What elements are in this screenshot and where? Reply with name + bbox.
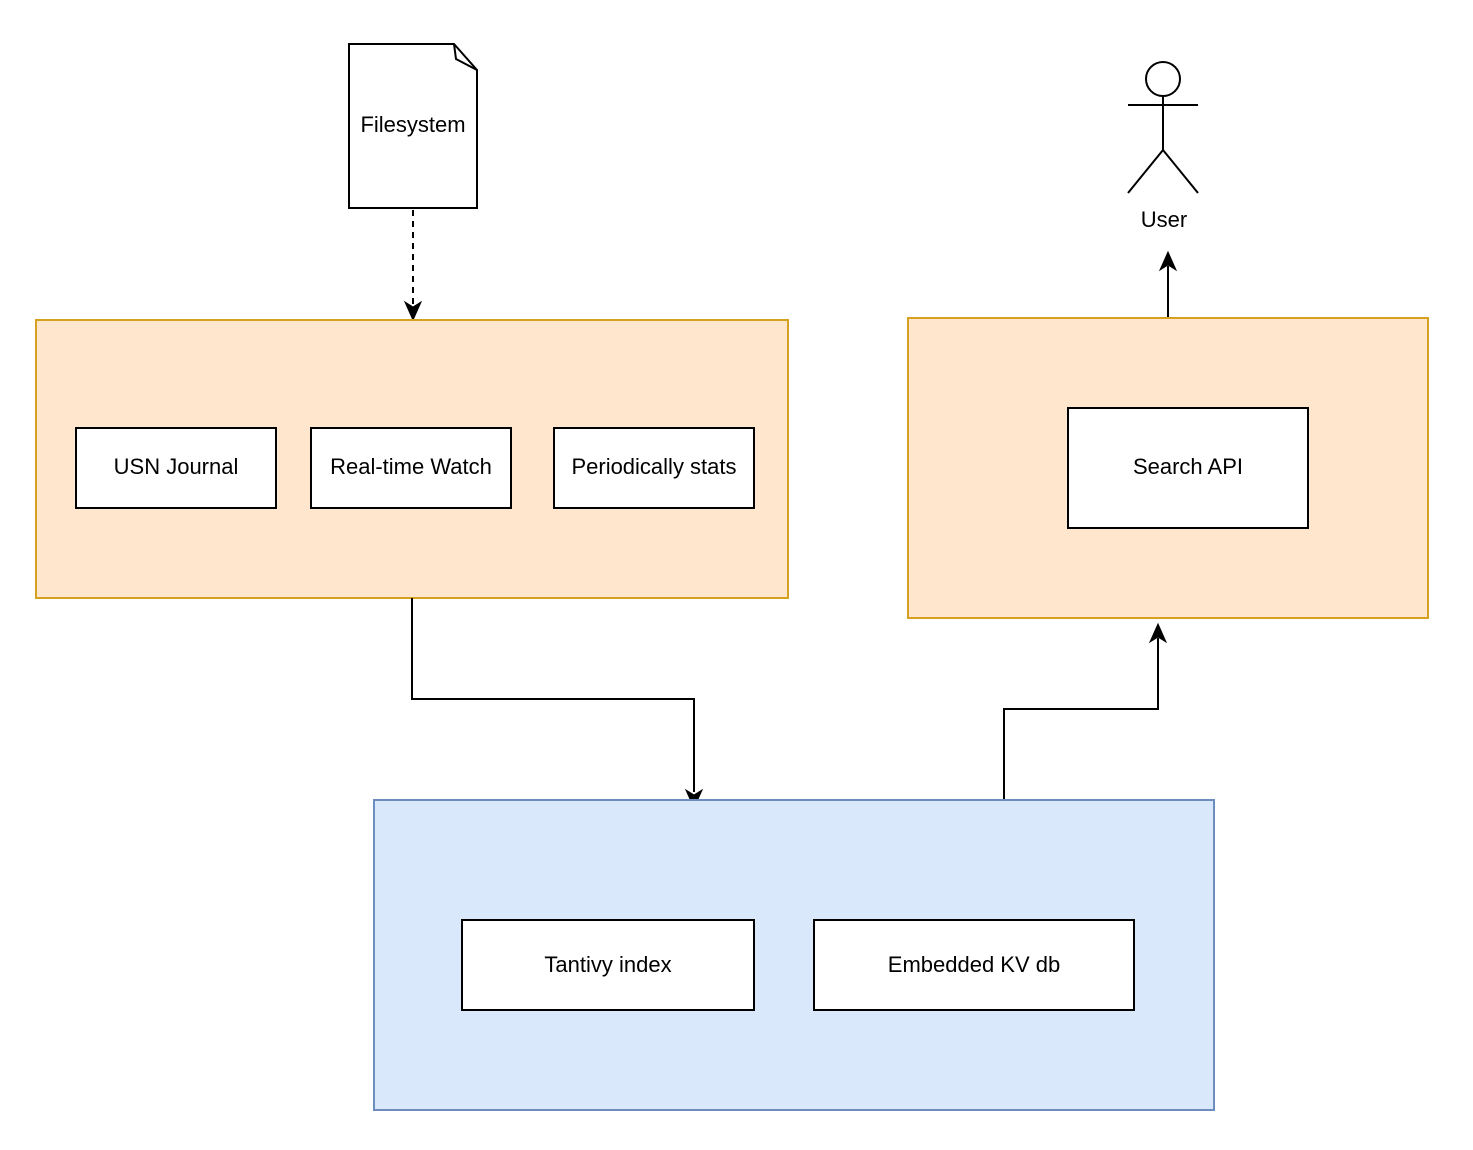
user-actor[interactable]: User xyxy=(1127,61,1199,232)
watchers-to-storage-arrow xyxy=(411,598,704,810)
filesystem-page-fold xyxy=(453,43,478,71)
realtime-watch-label: Real-time Watch xyxy=(330,454,492,479)
filesystem-label: Filesystem xyxy=(360,112,465,137)
user-label: User xyxy=(1141,207,1187,232)
realtime-watch-box[interactable]: Real-time Watch xyxy=(310,427,512,509)
storage-group: Tantivy index Embedded KV db xyxy=(373,799,1215,1111)
filesystem-document-icon xyxy=(348,43,478,209)
tantivy-index-label: Tantivy index xyxy=(544,952,671,977)
filesystem-to-watchers-arrow xyxy=(403,210,423,322)
user-icon xyxy=(1127,61,1199,194)
embedded-kv-db-box[interactable]: Embedded KV db xyxy=(813,919,1135,1011)
api-group: Search API xyxy=(907,317,1429,619)
api-to-user-arrow xyxy=(1158,250,1178,318)
storage-to-api-arrow xyxy=(1003,622,1168,800)
usn-journal-label: USN Journal xyxy=(114,454,239,479)
periodically-stats-box[interactable]: Periodically stats xyxy=(553,427,755,509)
watcher-group: USN Journal Real-time Watch Periodically… xyxy=(35,319,789,599)
periodically-stats-label: Periodically stats xyxy=(571,454,736,479)
filesystem-node[interactable]: Filesystem xyxy=(348,43,478,209)
embedded-kv-db-label: Embedded KV db xyxy=(888,952,1060,977)
usn-journal-box[interactable]: USN Journal xyxy=(75,427,277,509)
search-api-label: Search API xyxy=(1133,454,1243,479)
tantivy-index-box[interactable]: Tantivy index xyxy=(461,919,755,1011)
search-api-box[interactable]: Search API xyxy=(1067,407,1309,529)
